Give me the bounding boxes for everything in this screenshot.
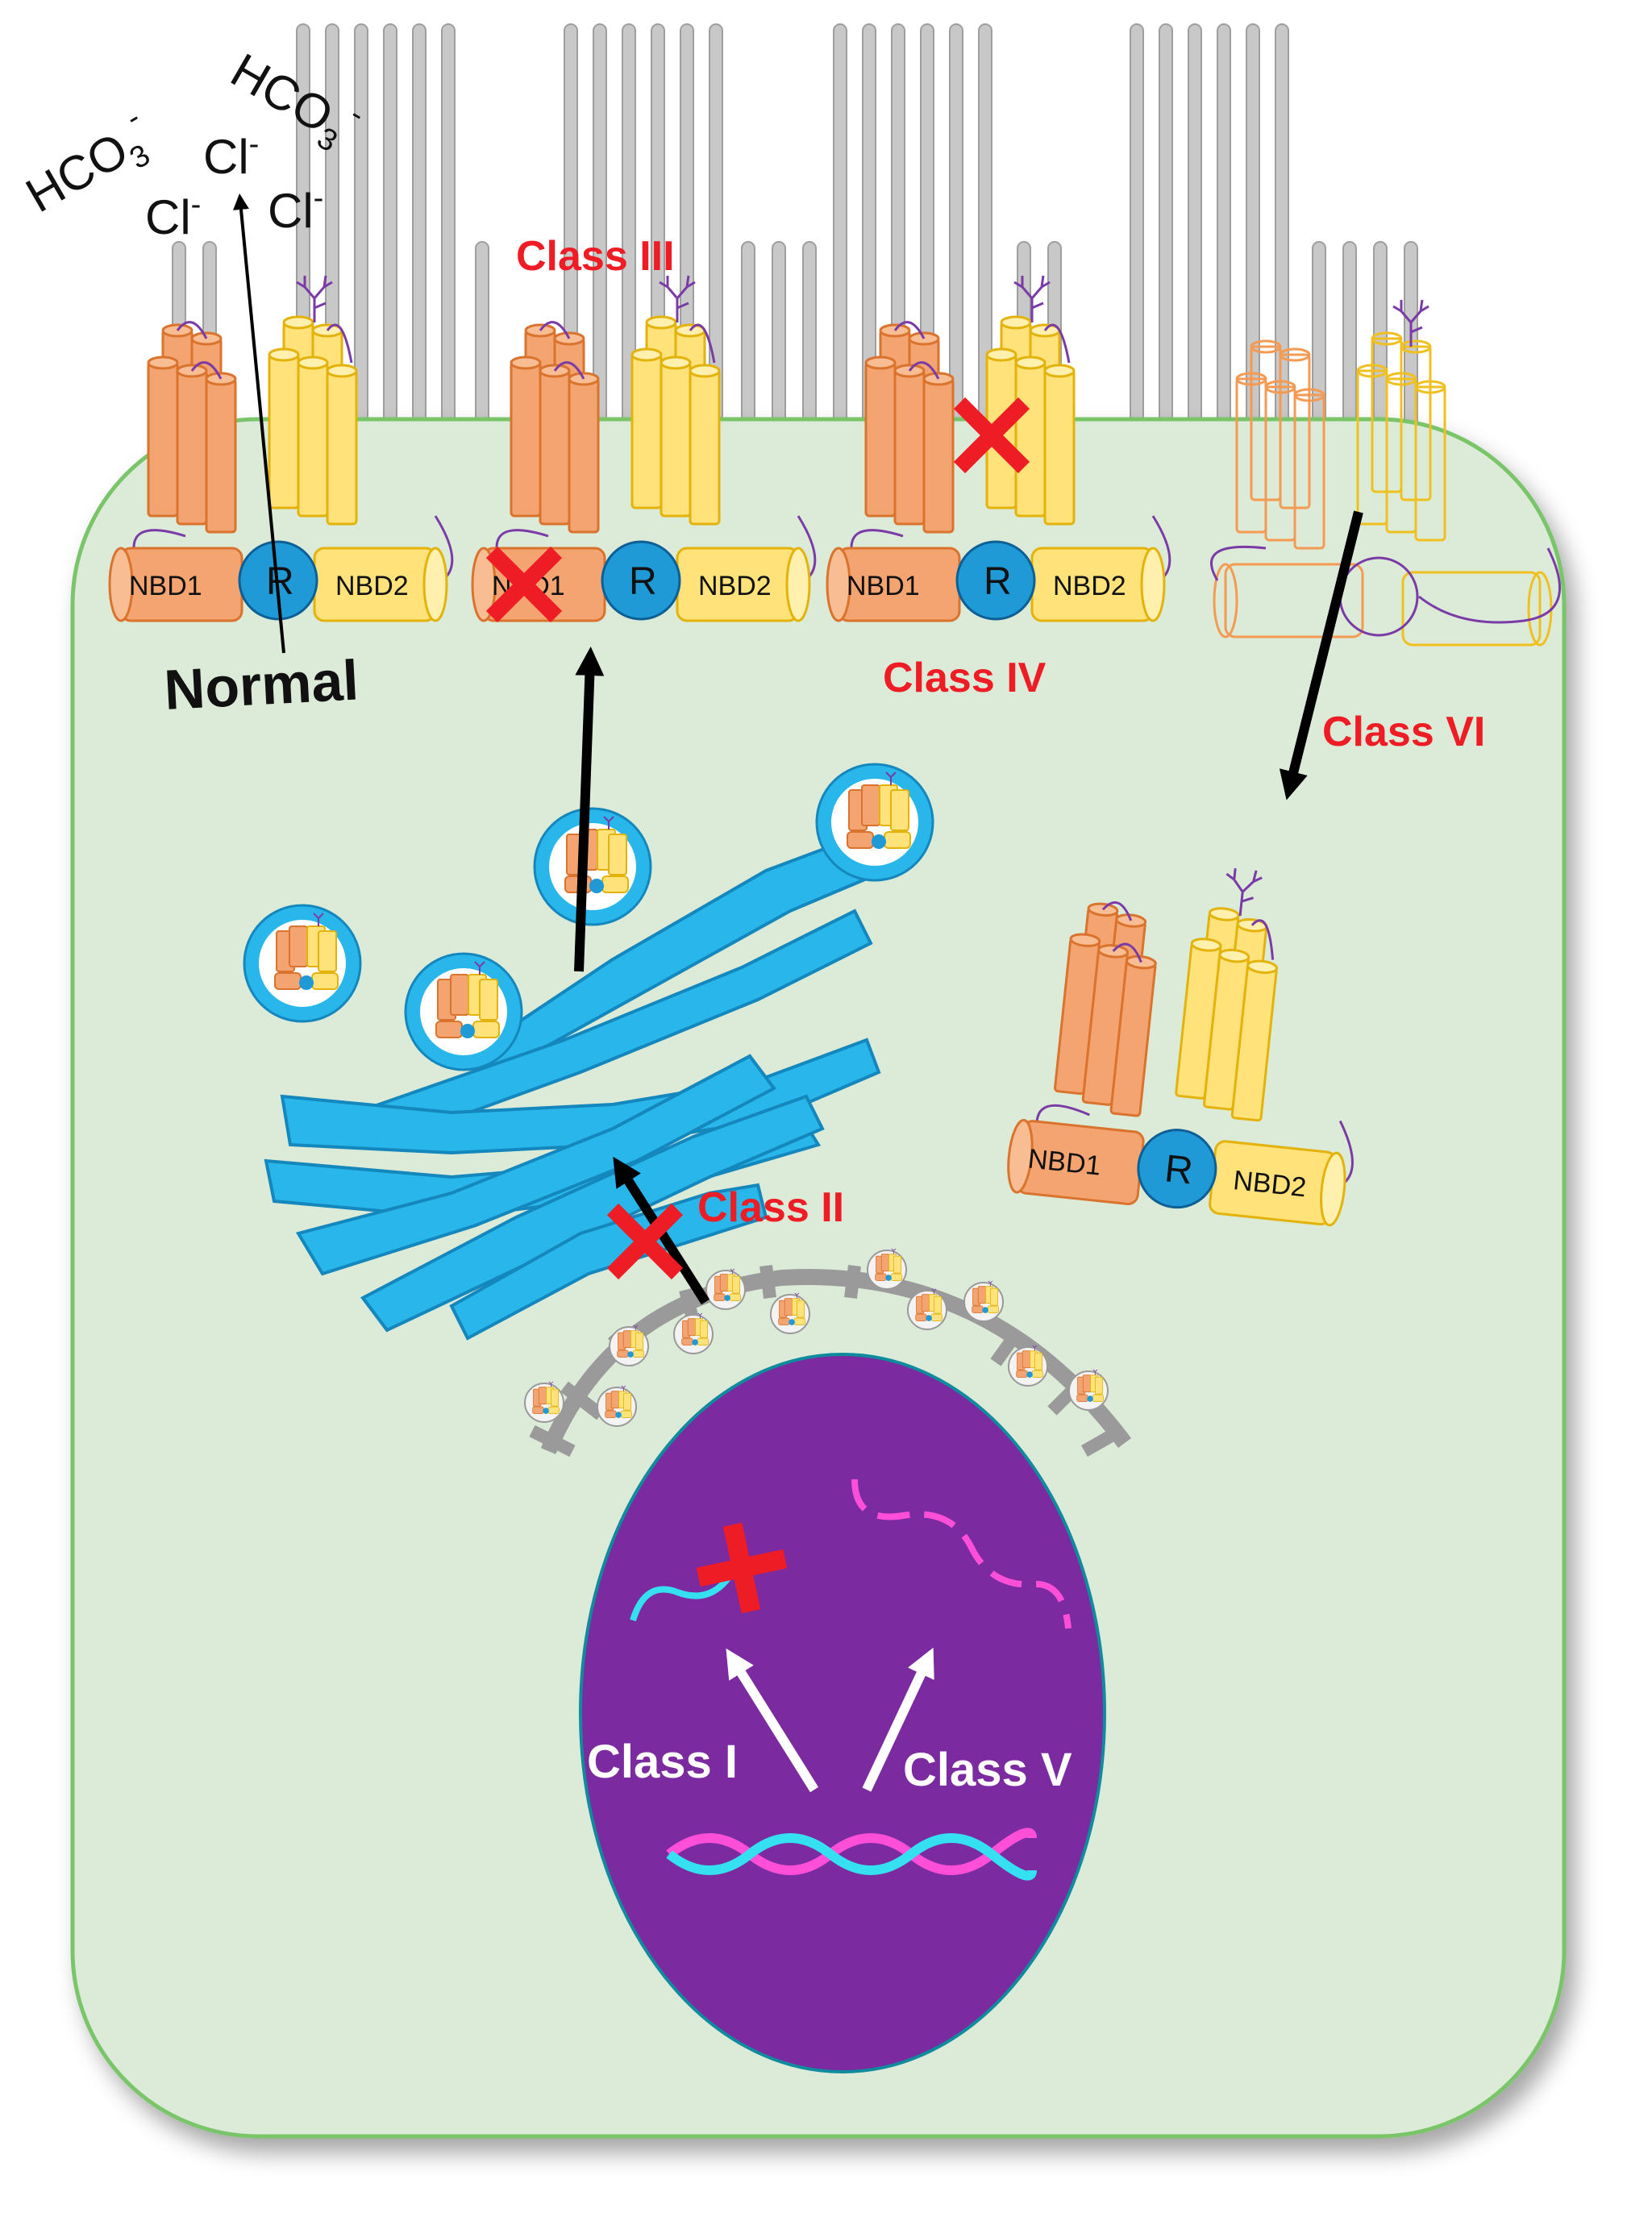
svg-text:HCO3-: HCO3-: [13, 101, 165, 230]
no-protein-x-icon: [696, 1522, 788, 1614]
reduced-mrna: [851, 1478, 1072, 1629]
nbd1-label: NBD1: [129, 571, 202, 601]
vesicle-3: [535, 809, 651, 925]
ion-labels: HCO3- HCO3- Cl- Cl- Cl-: [13, 43, 370, 244]
trafficking-arrow: [574, 647, 605, 972]
nbd2-label: NBD2: [335, 571, 409, 601]
r-label: R: [629, 560, 657, 603]
r-label: R: [984, 560, 1012, 603]
chloride-efflux-arrow: [233, 193, 285, 654]
cftr-internalized: NBD1 NBD2 R: [1005, 848, 1382, 1227]
vesicle-1: [244, 905, 360, 1021]
nbd2-label: NBD2: [1053, 571, 1126, 601]
nucleus: [579, 1353, 1106, 2073]
microvilli: [172, 23, 1418, 468]
nbd1-label: NBD1: [847, 571, 920, 601]
chloride-ion-3: Cl-: [268, 181, 323, 238]
vesicle-4: [817, 764, 933, 880]
bicarbonate-ion-left: HCO3-: [13, 101, 165, 230]
truncated-mrna: [630, 1574, 733, 1622]
endocytosis-arrow: [1279, 510, 1363, 801]
class-vi-label: Class VI: [1322, 709, 1485, 755]
nbd1-label: NBD1: [1026, 1143, 1102, 1181]
class-v-label: Class V: [903, 1744, 1072, 1796]
cftr-class-iv: NBD1 NBD2 R: [827, 276, 1170, 621]
class-i-arrow: [726, 1648, 819, 1793]
nbd2-label: NBD2: [1232, 1165, 1308, 1203]
dna-helix: [666, 1828, 1037, 1881]
r-label: R: [1163, 1147, 1195, 1192]
cftr-class-iii: NBD1 NBD2 R: [472, 276, 815, 621]
er-exit-arrow: [613, 1156, 710, 1305]
class-iii-label: Class III: [516, 233, 675, 280]
class-v-arrow: [862, 1647, 934, 1792]
normal-label: Normal: [163, 648, 360, 722]
endoplasmic-reticulum: [525, 1249, 1131, 1458]
vesicle-2: [406, 954, 522, 1070]
chloride-ion-2: Cl-: [145, 188, 201, 244]
class-i-label: Class I: [587, 1736, 738, 1788]
golgi-apparatus: [264, 844, 881, 1341]
chloride-ion-1: Cl-: [203, 127, 259, 184]
class-ii-label: Class II: [697, 1184, 844, 1231]
class-iv-label: Class IV: [883, 655, 1047, 701]
nbd2-label: NBD2: [698, 571, 772, 601]
r-label: R: [266, 560, 294, 603]
cftr-normal: NBD1 NBD2 R: [110, 276, 452, 621]
